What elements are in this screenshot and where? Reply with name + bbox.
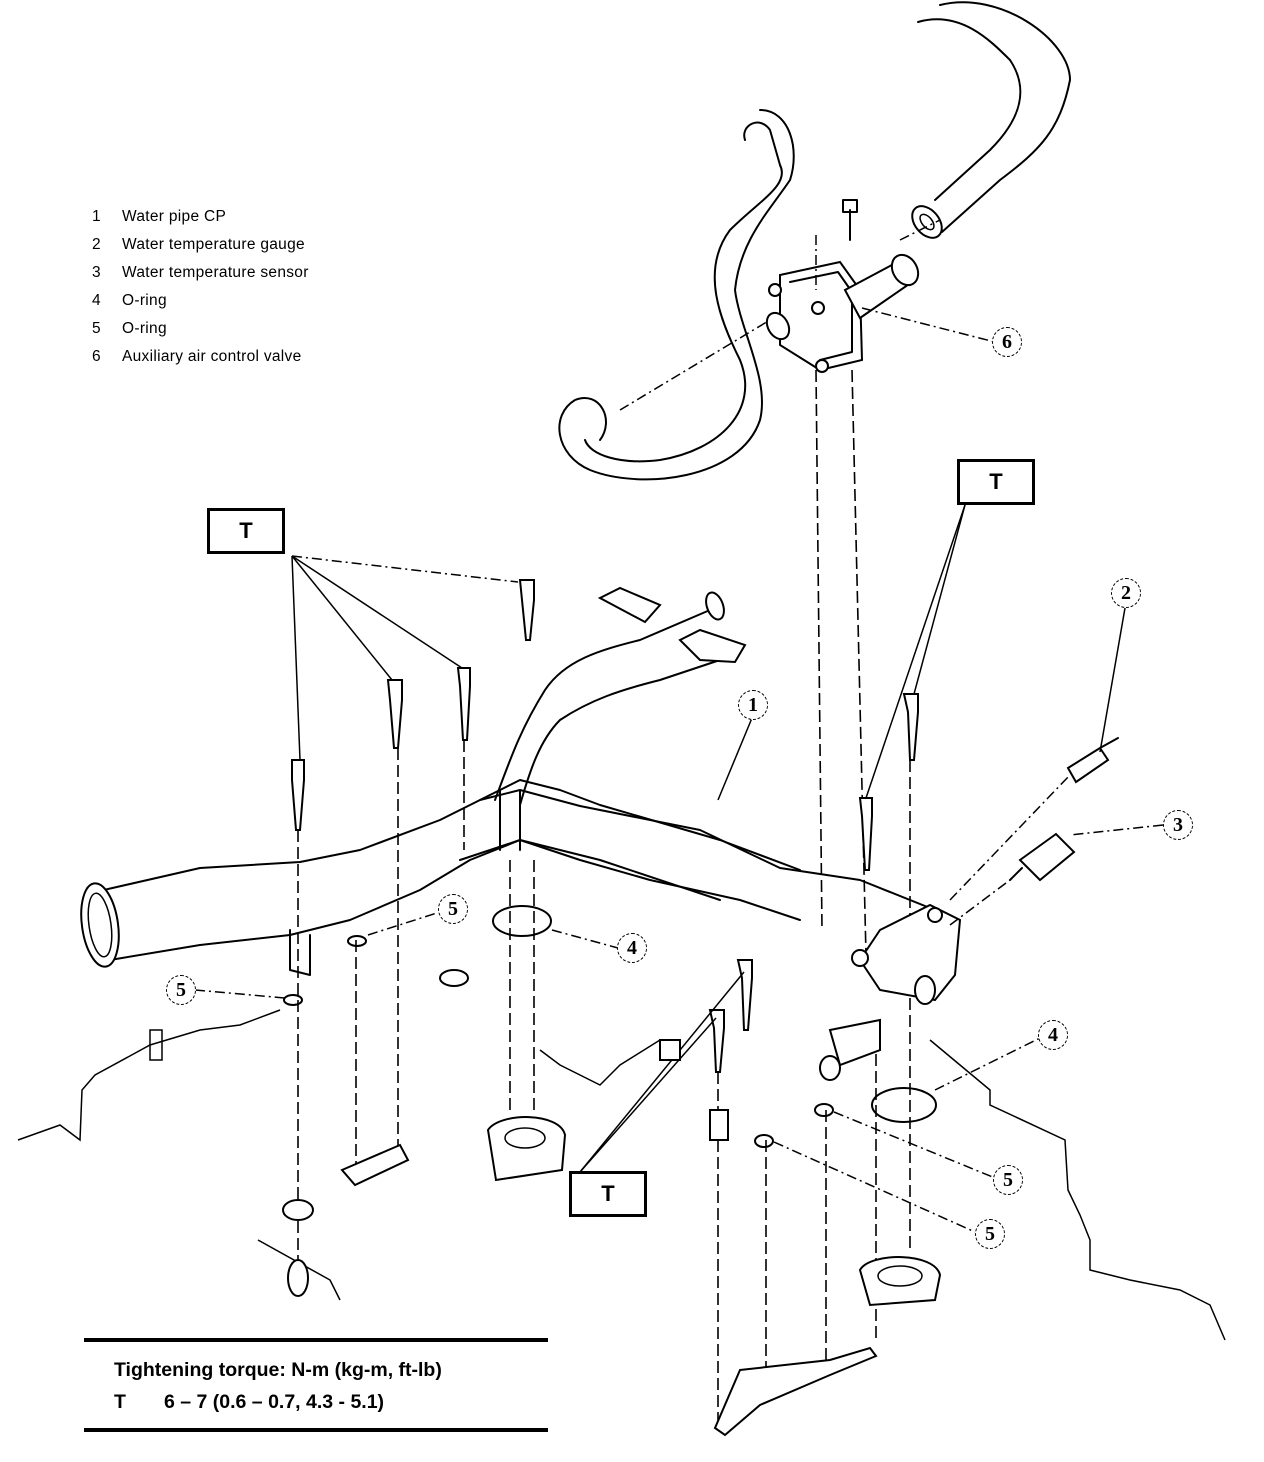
torque-spec: Tightening torque: N-m (kg-m, ft-lb) T 6… bbox=[84, 1338, 548, 1432]
callout-5: 5 bbox=[438, 894, 468, 924]
legend-item: 5 O-ring bbox=[92, 315, 309, 343]
bolt bbox=[386, 679, 403, 749]
legend-item-number: 3 bbox=[92, 264, 101, 281]
legend-item-number: 5 bbox=[92, 320, 101, 337]
aux-air-control-valve bbox=[765, 199, 920, 373]
legend-item: 3 Water temperature sensor bbox=[92, 259, 309, 287]
parts-legend: 1 Water pipe CP 2 Water temperature gaug… bbox=[92, 203, 309, 371]
water-pipe-cp bbox=[80, 779, 936, 976]
bolt bbox=[291, 759, 305, 831]
torque-bottom-rule bbox=[84, 1428, 548, 1432]
o-ring-5 bbox=[814, 1103, 834, 1117]
bolt bbox=[708, 1009, 725, 1073]
o-ring-5 bbox=[283, 994, 303, 1006]
callout-4: 4 bbox=[1038, 1020, 1068, 1050]
o-ring-4-left bbox=[492, 905, 552, 937]
water-temperature-gauge bbox=[1066, 737, 1119, 784]
upper-hose-right bbox=[911, 1, 1071, 239]
legend-item-label: O-ring bbox=[122, 292, 167, 309]
legend-item-label: Water temperature gauge bbox=[122, 236, 305, 253]
callout-5: 5 bbox=[993, 1165, 1023, 1195]
torque-top-rule bbox=[84, 1338, 548, 1342]
o-ring-4-right bbox=[871, 1087, 937, 1123]
torque-tag-left: T bbox=[207, 508, 285, 554]
callout-5: 5 bbox=[166, 975, 196, 1005]
o-ring-5 bbox=[754, 1134, 774, 1148]
torque-tag-right: T bbox=[957, 459, 1035, 505]
legend-item: 1 Water pipe CP bbox=[92, 203, 309, 231]
torque-heading: Tightening torque: N-m (kg-m, ft-lb) bbox=[114, 1359, 442, 1381]
callout-5: 5 bbox=[975, 1219, 1005, 1249]
water-temperature-sensor bbox=[1009, 832, 1076, 882]
legend-item-label: Water pipe CP bbox=[122, 208, 227, 225]
torque-row: T 6 – 7 (0.6 – 0.7, 4.3 - 5.1) bbox=[114, 1386, 548, 1418]
callout-4: 4 bbox=[617, 933, 647, 963]
legend-item-label: Water temperature sensor bbox=[122, 264, 309, 281]
callout-6: 6 bbox=[992, 327, 1022, 357]
callout-1: 1 bbox=[738, 690, 768, 720]
legend-item: 2 Water temperature gauge bbox=[92, 231, 309, 259]
bolt bbox=[858, 797, 873, 871]
legend-item: 4 O-ring bbox=[92, 287, 309, 315]
callout-3: 3 bbox=[1163, 810, 1193, 840]
bolt bbox=[902, 693, 919, 761]
upper-hose-left bbox=[558, 109, 795, 481]
thermostat-housing bbox=[819, 903, 962, 1081]
torque-code: T bbox=[114, 1391, 126, 1413]
torque-tag-bottom: T bbox=[569, 1171, 647, 1217]
bolt bbox=[456, 667, 471, 741]
legend-item-number: 4 bbox=[92, 292, 101, 309]
o-ring-5 bbox=[347, 935, 367, 947]
torque-value: 6 – 7 (0.6 – 0.7, 4.3 - 5.1) bbox=[164, 1391, 385, 1413]
bolt bbox=[518, 579, 535, 641]
legend-item-number: 2 bbox=[92, 236, 101, 253]
legend-item-number: 1 bbox=[92, 208, 101, 225]
legend-item-label: Auxiliary air control valve bbox=[122, 348, 302, 365]
legend-item: 6 Auxiliary air control valve bbox=[92, 343, 309, 371]
engine-block-outline bbox=[17, 1009, 1226, 1437]
callout-2: 2 bbox=[1111, 578, 1141, 608]
branch-pipe bbox=[494, 586, 747, 806]
legend-item-label: O-ring bbox=[122, 320, 167, 337]
bolt bbox=[736, 959, 753, 1031]
legend-item-number: 6 bbox=[92, 348, 101, 365]
